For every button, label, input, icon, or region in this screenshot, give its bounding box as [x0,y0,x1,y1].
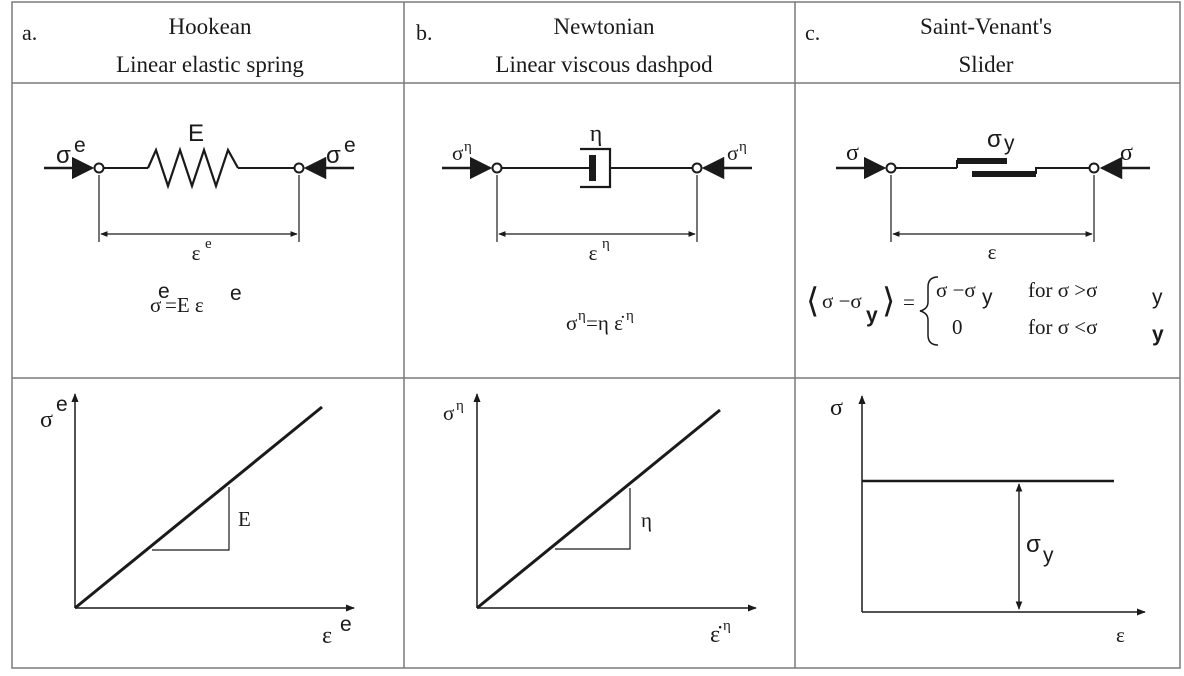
strain-label: ε [589,241,598,265]
yield-level-label: σ [1026,531,1041,558]
case1-condition: for σ >σ [1028,278,1097,302]
panel-title: Hookean [168,14,252,39]
equals-sign: = [903,290,915,314]
viscosity-label: η [590,121,603,147]
stress-right-superscript: e [344,134,356,157]
strain-label: ε [988,240,997,264]
angle-bracket-close: ⟩ [882,283,895,320]
slope-triangle [555,488,631,550]
panel-newtonian: b. Newtonian Linear viscous dashpod σ η … [416,14,757,648]
node-left [885,162,897,174]
header-saint-venant: c. Saint-Venant's Slider [805,14,1052,77]
linear-response-line [476,408,721,610]
equation-lhs-subscript: y [866,304,878,327]
slider-upper-block [957,158,1007,164]
node-right [293,162,305,174]
stress-right-superscript: η [739,139,747,155]
dashpot-diagram: σ η η σ η ε η σ η =η ε̇ η [442,121,752,335]
strain-superscript: e [205,236,212,252]
y-axis-superscript: e [56,393,68,416]
case2-expression: 0 [952,315,963,339]
node-right [691,162,703,174]
constitutive-equation: σ e =E ε e [150,280,242,317]
panel-subtitle: Linear elastic spring [116,52,304,77]
header-hookean: a. Hookean Linear elastic spring [22,14,304,77]
panel-hookean: a. Hookean Linear elastic spring σ e E σ… [22,14,356,649]
strain-superscript: η [602,236,610,252]
header-newtonian: b. Newtonian Linear viscous dashpod [416,14,713,77]
equation-strain-superscript: η [626,308,634,324]
x-axis-label: ε [322,623,332,649]
panel-saint-venant: c. Saint-Venant's Slider σ σ y σ ε ⟨ [805,14,1164,647]
stress-right-label: σ [727,141,738,165]
linear-response-line [74,405,323,610]
slope-label: E [238,507,251,531]
case1-condition-subscript: y [1152,286,1163,309]
slider-diagram: σ σ y σ ε ⟨ σ −σ y ⟩ = [806,126,1164,346]
case2-condition: for σ <σ [1028,315,1097,339]
stress-left-label: σ [56,142,71,169]
stress-left-superscript: η [464,139,472,155]
strain-label: ε [192,241,201,265]
stress-strain-plot-saint-venant: σ ε σ y [830,395,1146,647]
slope-label: η [641,508,652,532]
table-grid [11,1,1181,669]
yield-level-subscript: y [1043,544,1054,567]
stress-left-label: σ [846,140,859,166]
x-axis-label: ε̇ [710,622,722,648]
constitutive-equation: σ η =η ε̇ η [566,308,634,335]
slider-lower-block [972,171,1036,177]
wire-right [1035,167,1089,174]
equation-stress: σ [566,311,577,335]
spring-diagram: σ e E σ e ε e σ e =E ε e [44,120,356,317]
panel-letter: b. [416,20,433,45]
case2-condition-subscript: y [1152,323,1164,346]
panel-title: Newtonian [554,14,655,39]
angle-bracket-open: ⟨ [806,283,819,320]
case-brace [919,276,939,346]
y-axis-label: σ [830,395,843,421]
panel-subtitle: Slider [959,52,1014,77]
node-left [491,162,503,174]
y-axis-label: σ [40,407,53,433]
spring-modulus-label: E [188,120,204,147]
stress-right-label: σ [1120,140,1133,166]
table-border [11,1,1181,669]
node-right [1088,162,1100,174]
yield-equation: ⟨ σ −σ y ⟩ = σ −σ y for σ >σ y 0 for σ <… [806,276,1164,346]
stress-left-label: σ [452,141,463,165]
panel-subtitle: Linear viscous dashpod [495,52,713,77]
equation-rhs: =E ε [165,293,204,317]
panel-letter: c. [805,20,820,45]
slope-triangle [152,487,230,551]
equation-strain-superscript: e [230,282,242,305]
dashpot-piston [589,155,596,181]
stress-strain-plot-hookean: σ e ε e E [40,393,355,649]
node-left [93,162,105,174]
x-axis-superscript: e [340,613,352,636]
case1-expression: σ −σ [936,278,976,302]
stress-strainrate-plot-newtonian: σ η ε̇ η η [443,393,757,648]
x-axis-superscript: η [723,618,731,634]
yield-stress-label: σ [987,126,1002,153]
spring-zigzag [146,146,239,190]
y-axis-superscript: η [456,398,464,414]
stress-left-superscript: e [74,134,86,157]
equation-stress-superscript: e [158,280,170,303]
case1-expression-subscript: y [982,286,993,309]
panel-title: Saint-Venant's [920,14,1052,39]
stress-right-label: σ [326,142,341,169]
y-axis-label: σ [443,401,454,425]
yield-stress-subscript: y [1004,132,1015,155]
x-axis-label: ε [1116,623,1125,647]
equation-stress: σ [150,293,161,317]
panel-letter: a. [22,20,37,45]
equation-lhs: σ −σ [822,289,862,313]
equation-stress-superscript: η [578,308,586,324]
equation-rhs: =η ε̇ [586,311,625,335]
